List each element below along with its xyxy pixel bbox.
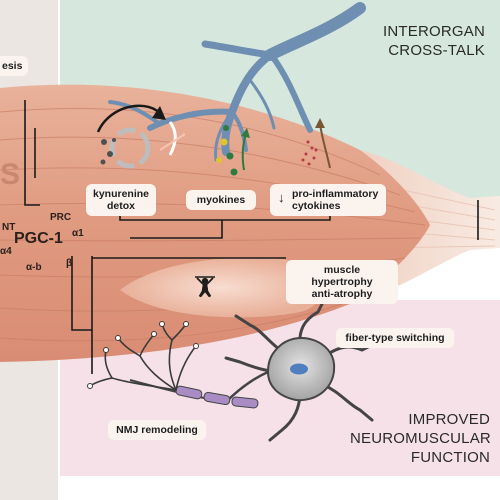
weightlifter-icon bbox=[195, 276, 215, 298]
improved-title-line3: FUNCTION bbox=[410, 449, 490, 466]
nmj-remodeling-label: NMJ remodeling bbox=[108, 420, 206, 440]
pgc-nt-label: NT bbox=[2, 222, 16, 233]
pgc-alpha1-label: α1 bbox=[72, 228, 84, 239]
myokine-dots bbox=[216, 125, 250, 176]
left-panel-label: esis bbox=[0, 56, 28, 76]
pgc-alpha-b-label: α-b bbox=[26, 262, 42, 273]
left-panel-big-letter: S bbox=[0, 158, 21, 191]
pro-inflammatory-line2: cytokines bbox=[292, 200, 341, 212]
pgc1-label: PGC-1 bbox=[14, 230, 63, 247]
pgc-beta-label: β bbox=[66, 258, 73, 269]
pro-inflammatory-label: ↓ pro-inflammatory cytokines bbox=[270, 184, 386, 216]
improved-title-line1: IMPROVED bbox=[408, 411, 490, 428]
improved-title-line2: NEUROMUSCULAR bbox=[350, 430, 491, 447]
nmj-boutons bbox=[87, 321, 199, 389]
down-arrow-icon: ↓ bbox=[278, 190, 285, 205]
myelinated-axon bbox=[129, 379, 259, 409]
interorgan-title: INTERORGAN CROSS-TALK bbox=[360, 22, 485, 60]
tendon-fibers bbox=[379, 184, 496, 249]
kynurenine-detox-label: kynurenine detox bbox=[86, 184, 156, 216]
pgc-prc-label: PRC bbox=[50, 212, 72, 223]
kynurenine-line2: detox bbox=[106, 200, 135, 212]
pgc-alpha4-label: α4 bbox=[0, 246, 12, 257]
pro-inflammatory-line1: pro-inflammatory bbox=[292, 188, 379, 200]
hypertrophy-label: muscle hypertrophy anti-atrophy bbox=[286, 260, 398, 304]
cytokine-dots bbox=[301, 140, 318, 166]
blood-vessel-tree bbox=[108, 2, 366, 162]
kynurenine-line1: kynurenine bbox=[92, 188, 150, 200]
interorgan-title-line1: INTERORGAN bbox=[382, 23, 485, 40]
hypertrophy-fiber bbox=[120, 257, 323, 318]
motor-neuron bbox=[224, 298, 376, 442]
improved-title: IMPROVED NEUROMUSCULAR FUNCTION bbox=[350, 410, 491, 467]
pathway-connectors bbox=[24, 100, 479, 374]
hypertrophy-line2: anti-atrophy bbox=[311, 288, 373, 300]
myokines-label: myokines bbox=[186, 190, 256, 210]
cytokine-arrowhead bbox=[315, 118, 325, 128]
fiber-type-switching-label: fiber-type switching bbox=[336, 328, 454, 348]
interorgan-title-line2: CROSS-TALK bbox=[388, 42, 485, 59]
kynurenine-cycle bbox=[96, 104, 186, 169]
hypertrophy-line1: muscle hypertrophy bbox=[311, 264, 373, 288]
